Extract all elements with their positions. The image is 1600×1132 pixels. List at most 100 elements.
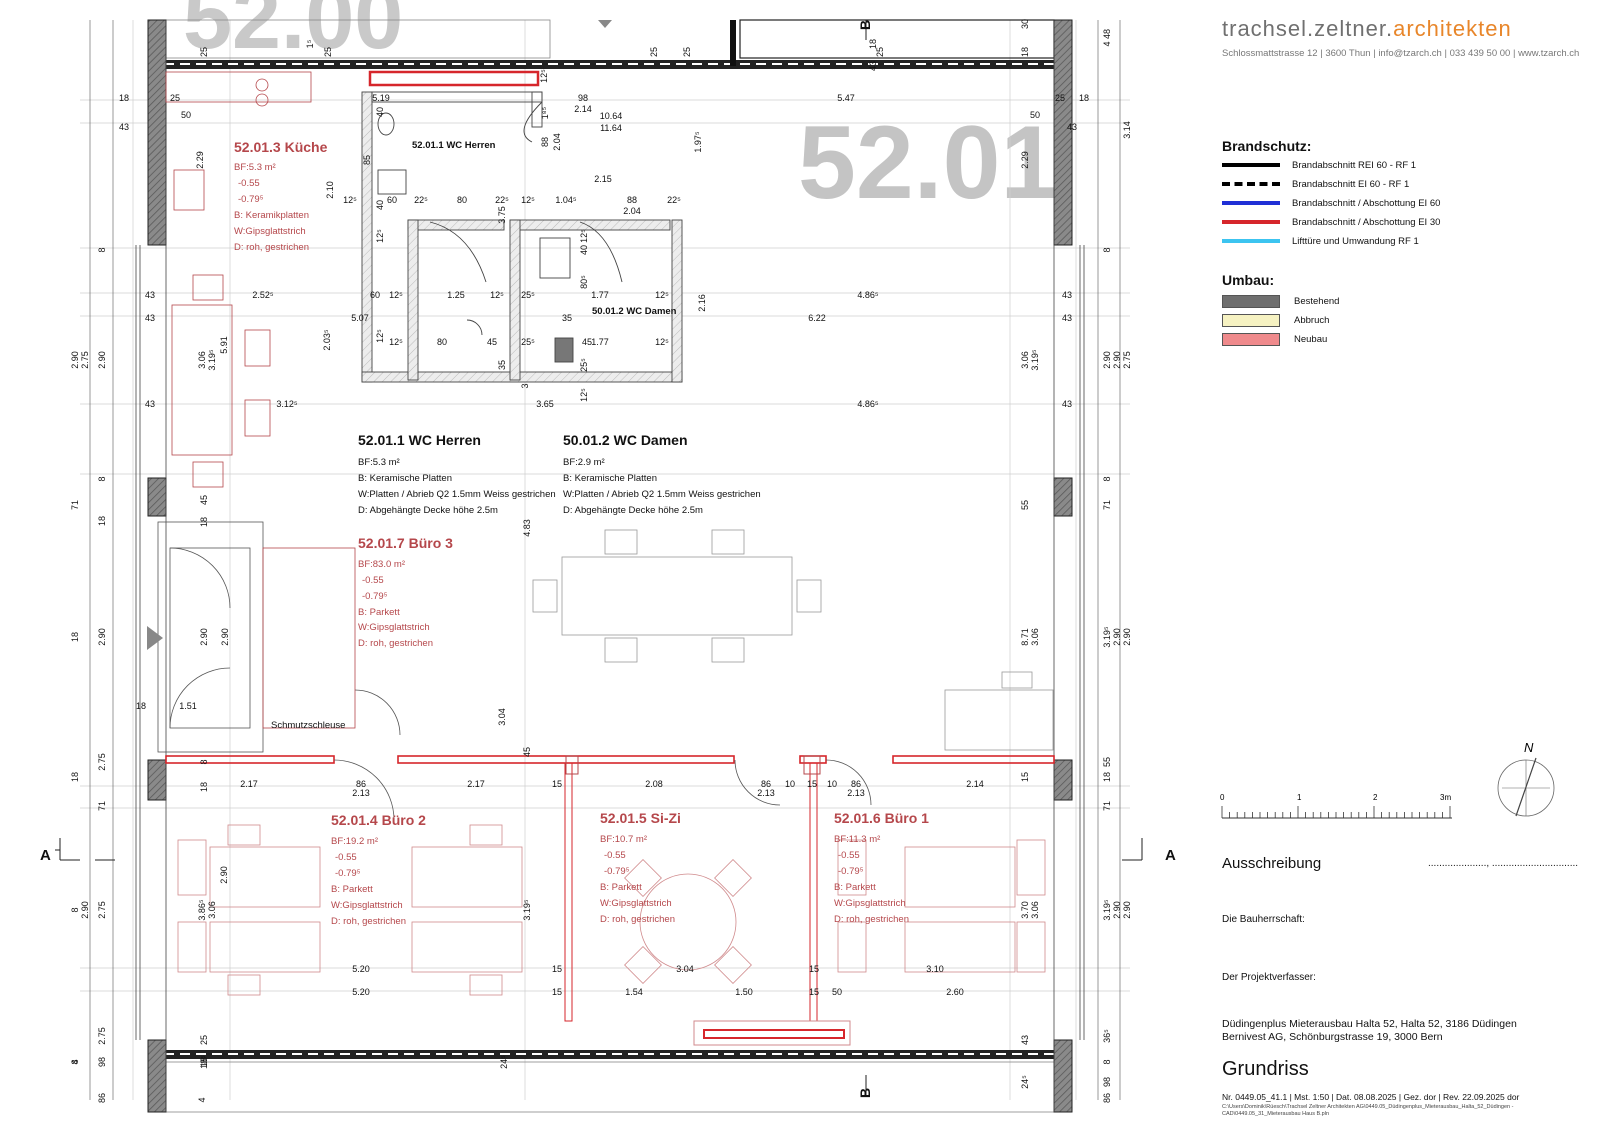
- dimension-label-vertical: 4: [1102, 41, 1112, 46]
- dimension-label: 2.17: [467, 779, 485, 789]
- dimension-label: 45: [487, 337, 497, 347]
- dimension-label-vertical: 3.19⁵: [1102, 626, 1112, 648]
- legend-label: Neubau: [1294, 333, 1328, 345]
- dimension-label-vertical: 40: [375, 200, 385, 210]
- dimension-label: 3.04: [676, 964, 694, 974]
- room-h2-kueche: -0.79⁵: [238, 194, 264, 205]
- dimension-label-vertical: 55: [1020, 500, 1030, 510]
- dimension-label: 22⁵: [414, 195, 428, 205]
- dimension-label-vertical: 25: [199, 47, 209, 57]
- dimension-label-vertical: 8: [199, 759, 209, 764]
- legend-color-box: [1222, 294, 1280, 308]
- dimension-label-vertical: 3.19⁵: [522, 899, 532, 921]
- dimension-label: 15: [807, 779, 817, 789]
- dimension-label-vertical: 24⁵: [499, 1055, 509, 1069]
- scale-label-0: 0: [1220, 793, 1225, 802]
- dimension-label: 60: [370, 290, 380, 300]
- firm-name-part2: zeltner.: [1314, 16, 1394, 41]
- room-buero3: 52.01.7 Büro 3 BF:83.0 m² -0.55 -0.79⁵ B…: [358, 535, 453, 649]
- project-line-1: Düdingenplus Mieterausbau Halta 52, Halt…: [1222, 1018, 1517, 1030]
- dimension-label-vertical: 86: [1102, 1093, 1112, 1103]
- dimension-label: 12⁵: [389, 290, 403, 300]
- section-mark-b-top: B: [857, 20, 873, 30]
- dimension-label-vertical: 8: [1102, 476, 1112, 481]
- dimension-label-vertical: 3.04: [497, 708, 507, 726]
- dimension-label: 5.20: [352, 964, 370, 974]
- legend-color-box: [1222, 313, 1280, 327]
- dimension-label-vertical: 25: [323, 47, 333, 57]
- brandschutz-legend-item: Brandabschnitt EI 60 - RF 1: [1222, 177, 1409, 191]
- umbau-legend-item: Neubau: [1222, 332, 1327, 346]
- legend-label: Abbruch: [1294, 314, 1330, 326]
- dimension-label-vertical: 3.75: [497, 206, 507, 224]
- dimension-label: 43: [145, 399, 155, 409]
- dimension-label-vertical: 2.90: [1122, 628, 1132, 646]
- projektverfasser-label: Der Projektverfasser:: [1222, 972, 1316, 983]
- entry-arrow-icon: [147, 626, 163, 650]
- dimension-label: 25: [1055, 93, 1065, 103]
- dimension-label-vertical: 98: [97, 1057, 107, 1067]
- dimension-label: 43: [119, 122, 129, 132]
- dimension-label-vertical: 43: [1020, 1035, 1030, 1045]
- column-left-low: [147, 759, 167, 801]
- column-right-mid: [1053, 477, 1073, 517]
- dimension-label: 43: [1062, 313, 1072, 323]
- dimension-label: 12⁵: [521, 195, 535, 205]
- section-mark-b-bottom: B: [857, 1088, 873, 1098]
- legend-label: Lifttüre und Umwandung RF 1: [1292, 235, 1419, 247]
- dimension-label-vertical: 88: [540, 137, 550, 147]
- dimension-label-vertical: 25: [875, 47, 885, 57]
- dimension-label-vertical: 18: [70, 772, 80, 782]
- dimension-label: 1.04⁵: [555, 195, 577, 205]
- room-bf-kueche: BF:5.3 m²: [234, 162, 276, 173]
- room-bf-buero1: BF:11.3 m²: [834, 834, 880, 845]
- dimension-label: 15: [809, 987, 819, 997]
- brandschutz-legend-item: Lifttüre und Umwandung RF 1: [1222, 234, 1419, 248]
- dimension-label: 43: [1067, 122, 1077, 132]
- room-d-sizi: D: roh, gestrichen: [600, 914, 675, 925]
- dimension-label: 15: [552, 779, 562, 789]
- dimension-label-vertical: 2.90: [97, 351, 107, 369]
- dimension-label: 43: [145, 290, 155, 300]
- kitchen-furniture: [165, 71, 312, 488]
- dimension-label: 2.14: [574, 104, 592, 114]
- dimension-label-vertical: 1⁸⁵: [540, 106, 550, 119]
- room-sizi: 52.01.5 Si-Zi BF:10.7 m² -0.55 -0.79⁵ B:…: [600, 810, 681, 925]
- dimension-label-vertical: 4.83: [522, 519, 532, 537]
- room-w-kueche: W:Gipsglattstrich: [234, 226, 306, 237]
- bauherrschaft-label: Die Bauherrschaft:: [1222, 914, 1305, 925]
- outer-dimension-lines: [89, 20, 1121, 1100]
- dimension-label-vertical: 3.06: [197, 351, 207, 369]
- dimension-label: 1.77: [591, 290, 609, 300]
- dimension-label-vertical: 2.04: [552, 133, 562, 151]
- dimension-label-vertical: 4: [70, 1059, 80, 1064]
- ausschreibung-label: Ausschreibung: [1222, 855, 1322, 872]
- dimension-label-vertical: 2.90: [199, 628, 209, 646]
- dimension-label: 5.07: [351, 313, 369, 323]
- room-b-buero2: B: Parkett: [331, 884, 373, 895]
- room-h1-sizi: -0.55: [604, 850, 626, 861]
- room-b-wc-herren: B: Keramische Platten: [358, 473, 452, 484]
- room-w-wc-damen: W:Platten / Abrieb Q2 1.5mm Weiss gestri…: [563, 489, 761, 500]
- dimension-label-vertical: 3.06: [1030, 628, 1040, 646]
- legend-line-swatch: [1222, 163, 1280, 167]
- room-buero1: 52.01.6 Büro 1 BF:11.3 m² -0.55 -0.79⁵ B…: [834, 810, 929, 925]
- dimension-label-vertical: 15: [1020, 772, 1030, 782]
- dimension-label: 50: [832, 987, 842, 997]
- room-bf-buero3: BF:83.0 m²: [358, 559, 405, 570]
- dimension-label: 10: [827, 779, 837, 789]
- dimension-label-vertical: 18: [1102, 772, 1112, 782]
- dimension-label-vertical: 12⁵: [579, 229, 589, 243]
- scale-label-1: 1: [1297, 793, 1302, 802]
- dimension-label-vertical: 71: [1102, 500, 1112, 510]
- umbau-legend-item: Bestehend: [1222, 294, 1339, 308]
- schmutzschleuse-label: Schmutzschleuse: [271, 720, 345, 731]
- dimension-label-vertical: 25: [682, 47, 692, 57]
- room-title-buero2: 52.01.4 Büro 2: [331, 812, 426, 828]
- plan-title: Grundriss: [1222, 1058, 1309, 1080]
- dimension-label-vertical: 80⁵: [579, 275, 589, 289]
- dimension-label-vertical: 3.06: [1030, 901, 1040, 919]
- dimension-label-vertical: 18: [199, 782, 209, 792]
- dimension-label-vertical: 48: [1102, 29, 1112, 39]
- dimension-label: 11.64: [600, 123, 622, 133]
